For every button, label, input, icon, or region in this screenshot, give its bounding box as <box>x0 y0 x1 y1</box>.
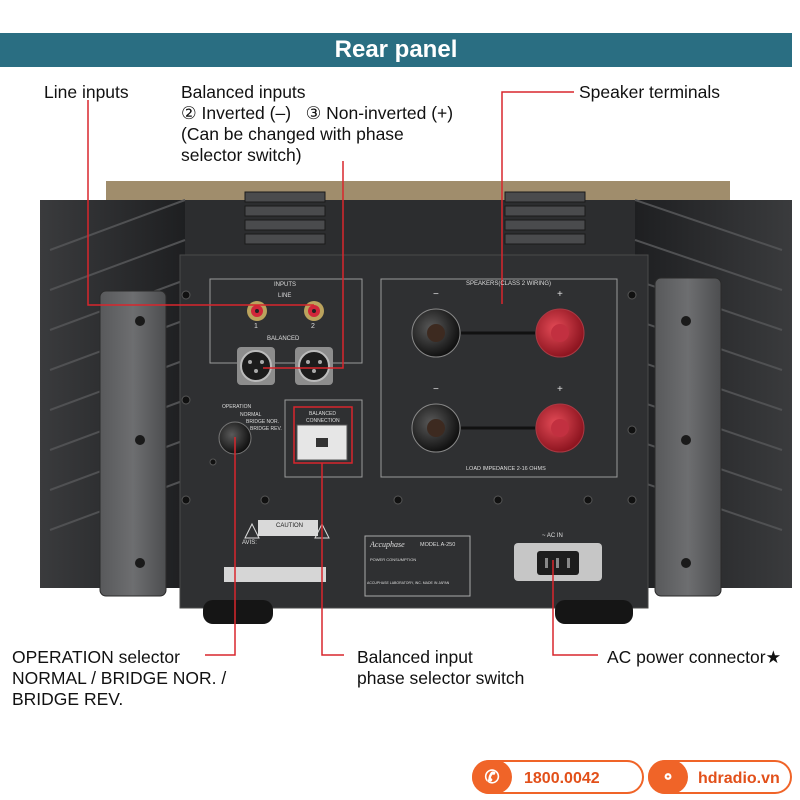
left-handle <box>99 290 167 597</box>
foot-right <box>555 600 633 624</box>
panel-label-speakers: SPEAKERS(CLASS 2 WIRING) <box>466 281 552 287</box>
caution-label <box>258 520 318 536</box>
xlr-balanced-input-2[interactable] <box>295 347 333 385</box>
callout-operation-line-2: NORMAL / BRIDGE NOR. / <box>12 668 227 688</box>
callout-balanced-inputs-line-3: (Can be changed with phase <box>181 124 404 144</box>
callout-speaker-terminals: Speaker terminals <box>579 82 721 102</box>
speaker-terminal-ch1-minus[interactable] <box>411 308 461 358</box>
panel-label-avis: AVIS: <box>242 540 257 546</box>
panel-label-balanced-connection-1: BALANCED <box>309 411 336 417</box>
panel-label-load-impedance: LOAD IMPEDANCE 2-16 OHMS <box>466 466 546 472</box>
model-plate <box>364 535 471 597</box>
serial-plate <box>224 567 326 582</box>
globe-icon: ⚬ <box>648 760 688 794</box>
panel-label-op-bridge-nor: BRIDGE NOR. <box>246 419 280 425</box>
phone-icon: ✆ <box>472 760 512 794</box>
xlr-balanced-input-1[interactable] <box>237 347 275 385</box>
callout-leader-lines <box>87 91 598 656</box>
panel-label-ch1: 1 <box>254 323 258 330</box>
rca-line-input-2[interactable] <box>304 301 324 321</box>
panel-label-power-consumption: POWER CONSUMPTION <box>370 557 417 562</box>
panel-label-caution: CAUTION <box>276 523 303 529</box>
website-text: hdradio.vn <box>698 770 780 787</box>
callout-phase-switch: Balanced input phase selector switch <box>357 647 524 689</box>
panel-label-plus-2: + <box>557 384 563 395</box>
panel-label-ch2: 2 <box>311 323 315 330</box>
panel-label-balanced-connection-2: CONNECTION <box>306 418 340 424</box>
panel-label-minus-2: − <box>433 384 439 395</box>
panel-label-ac-in: ~ AC IN <box>542 533 563 539</box>
speakers-section <box>380 278 618 478</box>
page-title: Rear panel <box>0 33 792 67</box>
panel-label-plus-1: + <box>557 289 563 300</box>
panel-label-inputs: INPUTS <box>274 282 297 288</box>
website-button[interactable]: ⚬ hdradio.vn <box>648 760 792 794</box>
speaker-terminal-ch2-plus[interactable] <box>535 403 585 453</box>
ac-inlet[interactable] <box>514 543 602 581</box>
callout-operation-line-3: BRIDGE REV. <box>12 689 124 709</box>
callout-phase-line-2: phase selector switch <box>357 668 525 688</box>
panel-label-manufacturer: ACCUPHASE LABORATORY, INC. MADE IN JAPAN <box>367 581 450 585</box>
callout-operation-selector: OPERATION selector NORMAL / BRIDGE NOR. … <box>12 647 226 710</box>
callout-balanced-inputs-line-2: ② Inverted (–) ③ Non-inverted (+) <box>181 103 454 123</box>
callout-ac-connector: AC power connector★ <box>607 647 782 667</box>
panel-label-minus-1: − <box>433 289 439 300</box>
panel-label-model: MODEL A-250 <box>420 542 456 548</box>
panel-label-operation: OPERATION <box>222 404 252 410</box>
callout-line-inputs: Line inputs <box>44 82 129 102</box>
panel-label-balanced: BALANCED <box>267 336 300 342</box>
speaker-terminal-ch2-minus[interactable] <box>411 403 461 453</box>
speaker-terminal-ch1-plus[interactable] <box>535 308 585 358</box>
callout-phase-line-1: Balanced input <box>357 647 473 667</box>
panel-label-brand: Accuphase <box>370 540 405 549</box>
callout-balanced-inputs-line-1: Balanced inputs <box>181 82 306 102</box>
rca-line-input-1[interactable] <box>247 301 267 321</box>
hotline-button[interactable]: ✆ 1800.0042 <box>472 760 644 794</box>
inputs-section <box>209 278 363 364</box>
callout-balanced-inputs-line-4: selector switch) <box>181 145 302 165</box>
panel-label-op-normal: NORMAL <box>240 412 262 418</box>
callout-balanced-inputs: Balanced inputs ② Inverted (–) ③ Non-inv… <box>181 82 453 166</box>
hotline-number: 1800.0042 <box>524 770 600 787</box>
panel-label-op-bridge-rev: BRIDGE REV. <box>250 426 282 432</box>
panel-label-line: LINE <box>278 293 292 299</box>
foot-left <box>203 600 273 624</box>
callout-operation-line-1: OPERATION selector <box>12 647 180 667</box>
